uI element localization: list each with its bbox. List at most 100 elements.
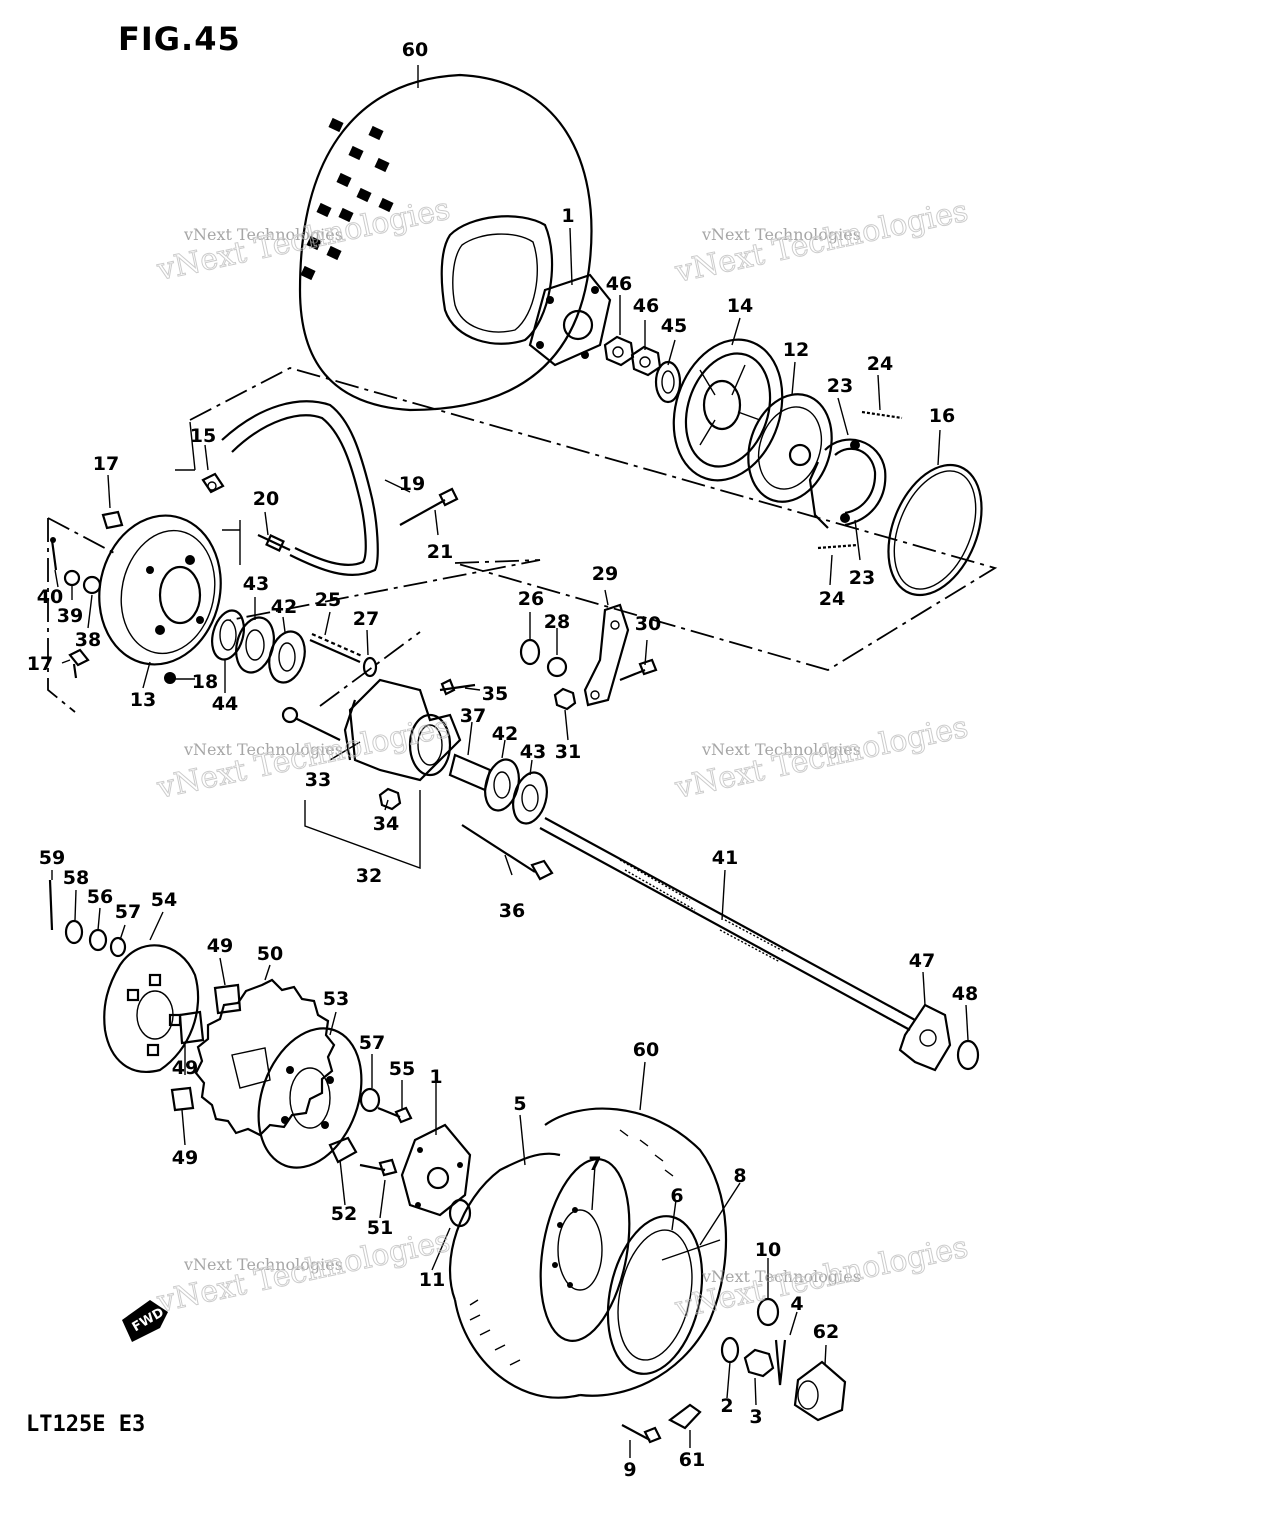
callout-36: 36 [499,900,525,922]
callout-10: 10 [755,1239,781,1261]
damper-49-b [178,1010,205,1045]
callout-24: 24 [867,353,893,375]
callout-49: 49 [207,935,233,957]
adjuster-arm-29 [583,603,630,707]
callout-51: 51 [367,1217,393,1239]
bolt-51 [359,1158,398,1177]
bolt-9 [621,1424,662,1444]
rear-tire-top [298,73,593,412]
callout-31: 31 [555,741,581,763]
sprocket-hub-54 [103,944,200,1073]
callout-52: 52 [331,1203,357,1225]
callout-53: 53 [323,988,349,1010]
bearing-44 [211,609,245,661]
callout-4: 4 [790,1293,803,1315]
callout-1: 1 [429,1066,442,1088]
castle-nut-3 [743,1348,775,1378]
callout-57: 57 [359,1032,385,1054]
bolt-15 [201,472,225,494]
bolt-40 [50,537,58,571]
nut-31 [553,687,577,711]
nut-46-a [603,335,635,367]
washer-56 [88,928,108,952]
bearing-42-left [268,630,306,684]
callout-39: 39 [57,605,83,627]
callout-23: 23 [849,567,875,589]
o-ring-26 [519,638,541,666]
washer-57-left [109,936,127,958]
callout-8: 8 [733,1165,746,1187]
rim-6 [606,1215,704,1375]
callout-17: 17 [93,453,119,475]
brake-drum-14 [672,338,784,482]
nut-58 [64,919,84,945]
callout-59: 59 [39,847,65,869]
bolt-55 [377,1106,413,1124]
callout-57: 57 [115,901,141,923]
watermark-text: vNext Technologies [183,225,343,244]
callout-2: 2 [720,1395,733,1417]
callout-43: 43 [520,741,546,763]
callout-9: 9 [623,1459,636,1481]
callout-44: 44 [212,693,238,715]
wheel-hub-bottom [400,1123,472,1217]
part-number-callouts: 60 1 46 46 45 14 12 24 23 16 23 24 15 17… [27,39,978,1481]
pin-59 [48,879,54,931]
callout-46: 46 [633,295,659,317]
callout-1: 1 [561,205,574,227]
breather-hose-19 [221,400,379,576]
callout-7: 7 [588,1153,601,1175]
washer-28 [546,656,568,678]
callout-61: 61 [679,1449,705,1471]
assembly-boundary-lines [47,367,998,870]
fitting-20 [257,534,291,552]
callout-19: 19 [399,473,425,495]
callout-6: 6 [670,1185,683,1207]
callout-18: 18 [192,671,218,693]
brake-disc-53 [257,1027,363,1169]
callout-23: 23 [827,375,853,397]
callout-16: 16 [929,405,955,427]
callout-50: 50 [257,943,283,965]
callout-38: 38 [75,629,101,651]
bolt-17-top [101,510,124,530]
model-code: LT125E E3 [26,1412,146,1437]
rear-axle-41 [539,817,916,1031]
spacer-45 [654,360,682,404]
nut-10 [756,1297,780,1327]
forward-direction-arrow: FWD [122,1300,168,1342]
bolt-35 [439,678,476,696]
callout-34: 34 [373,813,399,835]
valve-8 [661,1239,721,1261]
leader-lines [51,65,969,1458]
callout-27: 27 [353,608,379,630]
damper-49-c [170,1086,195,1112]
figure-title: FIG.45 [118,20,241,58]
nut-38 [82,575,102,595]
callout-14: 14 [727,295,753,317]
o-ring-16 [887,463,983,597]
washer-39 [63,569,81,587]
bolt-17-bottom [68,648,90,679]
callout-47: 47 [909,950,935,972]
brake-shoes-23 [808,438,887,529]
rear-sprocket-50 [194,978,336,1137]
callout-49: 49 [172,1147,198,1169]
bearing-43-right [512,771,548,825]
callout-40: 40 [37,586,63,608]
callout-24: 24 [819,588,845,610]
callout-3: 3 [749,1406,762,1428]
callout-12: 12 [783,339,809,361]
bolt-18 [164,672,176,684]
rear-tire-bottom [448,1107,728,1399]
bearing-42-right [484,758,520,812]
callout-42: 42 [492,723,518,745]
callout-43: 43 [243,573,269,595]
watermark-text: vNext Technologies [183,740,343,759]
callout-35: 35 [482,683,508,705]
bolt-33 [281,706,341,741]
spring-24-bottom [817,543,859,550]
callout-32: 32 [356,865,382,887]
callout-29: 29 [592,563,618,585]
